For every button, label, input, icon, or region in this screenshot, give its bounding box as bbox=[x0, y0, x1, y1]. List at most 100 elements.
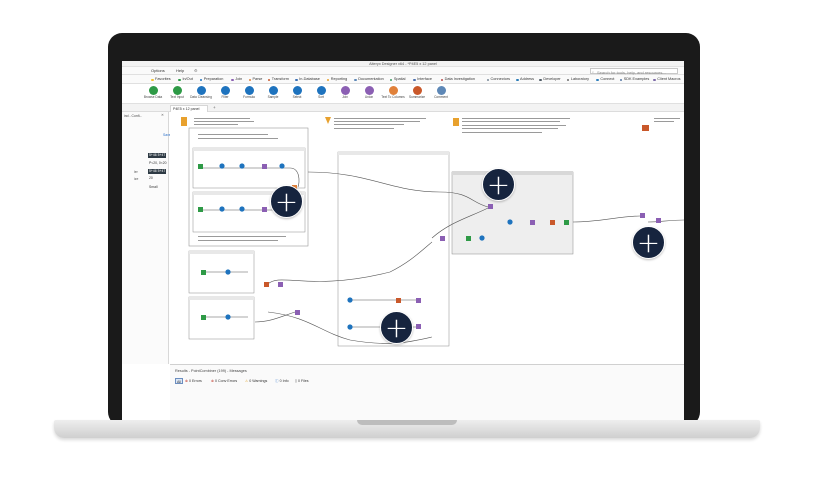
filter-info-button[interactable]: ⓘ 0 Info bbox=[275, 378, 289, 384]
input-tool-node bbox=[466, 236, 471, 241]
menu-options[interactable]: Options bbox=[151, 68, 165, 73]
config-field-label: ler bbox=[134, 169, 138, 174]
tool-label: Formula bbox=[243, 95, 255, 99]
filter-warnings-button[interactable]: ⚠ 0 Warnings bbox=[245, 378, 267, 384]
new-tab-button[interactable]: + bbox=[213, 105, 216, 110]
menu-help[interactable]: Help bbox=[176, 68, 185, 73]
join-tool-node bbox=[295, 310, 300, 315]
formula-tool-node bbox=[479, 235, 485, 241]
filter-tool-node bbox=[279, 163, 285, 169]
category-tab[interactable]: Laboratory bbox=[566, 77, 589, 82]
category-tab[interactable]: Data Investigation bbox=[440, 77, 475, 82]
tool-sample[interactable]: Sample bbox=[261, 86, 285, 100]
container-header bbox=[189, 296, 254, 300]
select-tool-node bbox=[219, 163, 225, 169]
config-panel-save-link[interactable]: Save bbox=[163, 133, 171, 137]
filter-errors-button[interactable]: ⊗ 0 Errors bbox=[185, 378, 202, 384]
category-dot-icon bbox=[596, 78, 599, 82]
filter-files-button[interactable]: ▯ 0 Files bbox=[295, 378, 309, 384]
category-tab-label: Preparation bbox=[203, 77, 224, 81]
category-tab[interactable]: In/Out bbox=[178, 77, 193, 82]
category-dot-icon bbox=[295, 78, 298, 82]
tool-label: Sample bbox=[267, 95, 279, 99]
category-tab-label: Interface bbox=[417, 77, 432, 81]
add-button[interactable]: + bbox=[270, 185, 303, 218]
laptop-notch bbox=[357, 420, 457, 425]
config-field-value[interactable]: P<20, 0<20 bbox=[149, 161, 167, 165]
join-tool-node bbox=[262, 164, 267, 169]
config-panel-close-icon[interactable]: ✕ bbox=[161, 113, 164, 117]
tool-text-to-columns[interactable]: Text To Columns bbox=[381, 86, 405, 100]
filter-errors-label: 0 Errors bbox=[189, 379, 202, 383]
tool-icon bbox=[316, 86, 326, 95]
category-dot-icon bbox=[486, 78, 490, 82]
add-button[interactable]: + bbox=[632, 226, 665, 259]
info-icon: ⓘ bbox=[275, 379, 279, 383]
tool-comment[interactable]: Comment bbox=[429, 86, 453, 100]
tool-formula[interactable]: Formula bbox=[237, 86, 261, 100]
category-tab[interactable]: Favorites bbox=[151, 77, 171, 82]
category-dot-icon bbox=[413, 78, 416, 82]
document-tab-active[interactable]: P4E5 x 12 panel bbox=[170, 105, 208, 112]
category-tab-label: Client Macros bbox=[657, 77, 681, 81]
tool-icon bbox=[244, 86, 254, 95]
category-dot-icon bbox=[619, 78, 623, 82]
search-icon: ⌕ bbox=[592, 70, 595, 74]
reporting-tool-node bbox=[453, 118, 459, 126]
tool-icon bbox=[364, 86, 374, 95]
tool-join[interactable]: Join bbox=[333, 86, 357, 100]
config-field-value[interactable]: Small bbox=[149, 185, 158, 189]
tool-union[interactable]: Union bbox=[357, 86, 381, 100]
input-tool-node bbox=[198, 164, 203, 169]
category-tab-label: Developer bbox=[543, 77, 561, 81]
tool-filter[interactable]: Filter bbox=[213, 86, 237, 100]
category-tab[interactable]: Transform bbox=[267, 77, 289, 82]
tool-data-cleansing[interactable]: Data Cleansing bbox=[189, 86, 213, 100]
add-button[interactable]: + bbox=[482, 168, 515, 201]
workflow-canvas[interactable] bbox=[170, 112, 684, 364]
tool-browse-data[interactable]: Browse Data bbox=[141, 86, 165, 100]
tool-icon bbox=[220, 86, 230, 95]
tool-icon bbox=[436, 86, 446, 95]
join-tool-node bbox=[488, 204, 493, 209]
category-tab-label: Reporting bbox=[330, 77, 348, 81]
filter-conv-errors-button[interactable]: ⊗ 0 Conv Errors bbox=[211, 378, 237, 384]
config-field-value[interactable]: 5+46 5+47 bbox=[148, 169, 167, 174]
tool-icon bbox=[268, 86, 278, 95]
tool-category-tabs: Favorites In/Out Preparation Join Parse Trans… bbox=[122, 75, 684, 84]
category-tab[interactable]: Developer bbox=[539, 77, 561, 82]
category-tab-label: Laboratory bbox=[570, 77, 589, 81]
category-tab[interactable]: Join bbox=[231, 77, 242, 82]
search-placeholder: Search for tools, help, and resources... bbox=[597, 70, 666, 75]
search-box[interactable]: ⌕ Search for tools, help, and resources.… bbox=[590, 68, 678, 75]
category-dot-icon bbox=[151, 78, 154, 82]
add-button[interactable]: + bbox=[380, 311, 413, 344]
results-panel: Results - PointCombiner (199) - Messages… bbox=[170, 364, 684, 420]
category-tab[interactable]: Reporting bbox=[326, 77, 348, 82]
tool-icon bbox=[292, 86, 302, 95]
category-tab[interactable]: Parse bbox=[248, 77, 262, 82]
tool-text-input[interactable]: Text Input bbox=[165, 86, 189, 100]
category-tab[interactable]: Spatial bbox=[389, 77, 405, 82]
category-dot-icon bbox=[248, 78, 252, 82]
category-tab[interactable]: Interface bbox=[413, 77, 432, 82]
category-tab[interactable]: Connectors bbox=[486, 77, 510, 82]
category-tab[interactable]: Preparation bbox=[199, 77, 224, 82]
category-tab[interactable]: Address bbox=[516, 77, 534, 82]
tool-sort[interactable]: Sort bbox=[309, 86, 333, 100]
config-field-value[interactable]: 5+46 5+47 bbox=[148, 153, 167, 158]
category-tab[interactable]: In-Database bbox=[295, 77, 320, 82]
settings-icon[interactable]: ⚙ bbox=[194, 68, 198, 73]
category-tab[interactable]: Connect bbox=[596, 77, 615, 82]
filter-all-button[interactable]: All bbox=[175, 378, 183, 384]
category-tab-label: Join bbox=[235, 77, 243, 81]
category-tab[interactable]: Client Macros bbox=[653, 77, 681, 82]
input-tool-node bbox=[198, 207, 203, 212]
category-tab[interactable]: SDK Examples bbox=[619, 77, 649, 82]
tool-select[interactable]: Select bbox=[285, 86, 309, 100]
category-tab[interactable]: Documentation bbox=[354, 77, 384, 82]
tool-summarize[interactable]: Summarize bbox=[405, 86, 429, 100]
config-field-value[interactable]: 20 bbox=[149, 176, 153, 180]
error-icon: ⊗ bbox=[185, 379, 189, 383]
formula-tool-node bbox=[239, 206, 245, 212]
